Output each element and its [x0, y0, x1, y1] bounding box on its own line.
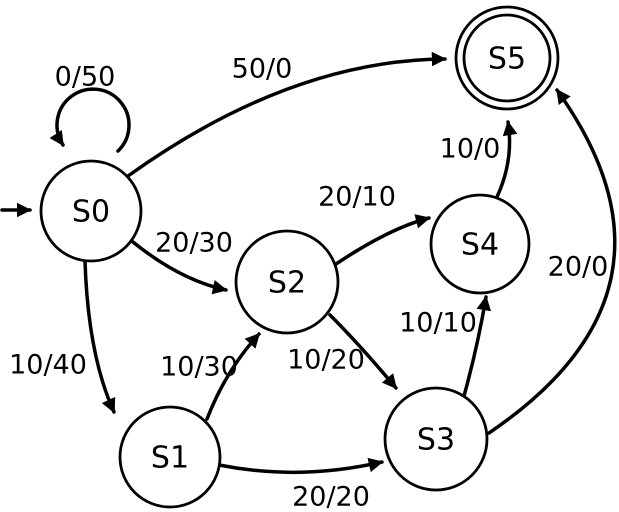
state-S1-label: S1 — [151, 441, 189, 476]
transition-S0-S1-arrow — [83, 259, 116, 414]
state-S0-label: S0 — [72, 195, 110, 230]
transition-S3-S5-label: 20/0 — [548, 251, 609, 282]
state-S5-accepting-inner-circle — [462, 13, 552, 103]
transition-S3-S5-arrow — [487, 88, 617, 435]
transition-S0-S0-label: 0/50 — [55, 61, 116, 92]
state-S3: S3 — [383, 386, 489, 492]
transition-S3-S4-label: 10/10 — [399, 307, 477, 338]
transition-S0-S1-label: 10/40 — [9, 349, 87, 380]
transition-S0-S2-arrow — [131, 240, 228, 295]
state-S2-circle — [234, 229, 340, 335]
transition-S0-S5-label: 50/0 — [232, 53, 293, 84]
state-S1: S1 — [118, 405, 222, 509]
transition-S4-S5-arrow — [495, 120, 518, 199]
transition-S0-S0-arrow — [49, 87, 131, 153]
state-S2: S2 — [234, 229, 340, 335]
state-S1-circle — [118, 405, 222, 509]
state-S3-label: S3 — [417, 423, 455, 458]
state-S5-label: S5 — [488, 42, 526, 77]
transition-S0-S2-label: 20/30 — [155, 227, 233, 258]
state-S0-circle — [39, 159, 143, 263]
transition-S1-S2-arrow — [205, 332, 261, 421]
state-S5: S5 — [454, 5, 560, 111]
state-S4-label: S4 — [461, 228, 499, 263]
transition-S4-S5-label: 10/0 — [440, 133, 501, 164]
state-S4: S4 — [429, 193, 531, 295]
transition-S0-S5-arrow — [126, 51, 447, 178]
state-S3-circle — [383, 386, 489, 492]
transition-S2-S4-label: 20/10 — [318, 181, 396, 212]
state-S2-label: S2 — [268, 266, 306, 301]
transition-S1-S3-arrow — [217, 457, 384, 475]
transition-S2-S3-arrow — [328, 313, 398, 390]
transition-S3-S4-arrow — [462, 295, 492, 398]
transition-S1-S3-label: 20/20 — [292, 481, 370, 512]
transition-S2-S4-arrow — [334, 214, 431, 266]
state-S4-circle — [429, 193, 531, 295]
state-S0: S0 — [39, 159, 143, 263]
transition-S1-S2-label: 10/30 — [160, 351, 238, 382]
transition-S2-S3-label: 10/20 — [287, 344, 365, 375]
